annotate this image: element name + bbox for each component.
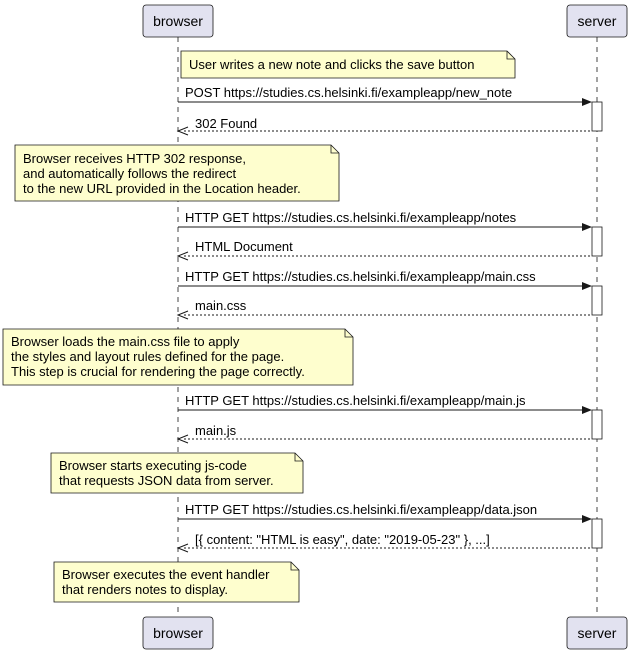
message-label: HTTP GET https://studies.cs.helsinki.fi/…: [185, 502, 537, 517]
note-text: to the new URL provided in the Location …: [23, 181, 301, 196]
message-request: POST https://studies.cs.helsinki.fi/exam…: [178, 85, 592, 106]
note: Browser starts executing js-code that re…: [50, 452, 304, 494]
message-label: 302 Found: [195, 116, 257, 131]
message-label: HTTP GET https://studies.cs.helsinki.fi/…: [185, 393, 526, 408]
message-request: HTTP GET https://studies.cs.helsinki.fi/…: [178, 269, 592, 290]
message-label: [{ content: "HTML is easy", date: "2019-…: [195, 532, 490, 547]
note-text: and automatically follows the redirect: [23, 166, 237, 181]
message-response: main.css: [176, 298, 592, 320]
message-label: HTTP GET https://studies.cs.helsinki.fi/…: [185, 269, 536, 284]
note: User writes a new note and clicks the sa…: [180, 50, 516, 79]
message-request: HTTP GET https://studies.cs.helsinki.fi/…: [178, 393, 592, 414]
message-response: 302 Found: [176, 116, 592, 136]
note-text: Browser loads the main.css file to apply: [11, 334, 240, 349]
message-response: HTML Document: [176, 239, 592, 261]
participant-server-bottom: server: [566, 616, 628, 650]
participant-label: server: [578, 13, 617, 29]
message-label: POST https://studies.cs.helsinki.fi/exam…: [185, 85, 512, 100]
server-activation-bar: [591, 409, 603, 440]
server-activation-bar: [591, 101, 603, 132]
message-request: HTTP GET https://studies.cs.helsinki.fi/…: [178, 210, 592, 231]
participant-browser-top: browser: [142, 4, 214, 38]
server-activation-bar: [591, 285, 603, 316]
note-text: that requests JSON data from server.: [59, 473, 274, 488]
note: Browser loads the main.css file to apply…: [2, 328, 354, 386]
note: Browser receives HTTP 302 response, and …: [14, 144, 340, 202]
participant-label: browser: [153, 625, 203, 641]
note-text: Browser starts executing js-code: [59, 458, 247, 473]
message-label: main.js: [195, 423, 237, 438]
participant-browser-bottom: browser: [142, 616, 214, 650]
note-text: This step is crucial for rendering the p…: [11, 364, 305, 379]
server-activation-bar: [591, 226, 603, 257]
note-text: Browser executes the event handler: [62, 567, 270, 582]
note-text: that renders notes to display.: [62, 582, 228, 597]
participant-server-top: server: [566, 4, 628, 38]
message-response: main.js: [176, 423, 592, 444]
message-label: HTML Document: [195, 239, 293, 254]
message-response: [{ content: "HTML is easy", date: "2019-…: [176, 532, 592, 553]
message-label: main.css: [195, 298, 247, 313]
note-text: the styles and layout rules defined for …: [11, 349, 284, 364]
participant-label: server: [578, 625, 617, 641]
message-request: HTTP GET https://studies.cs.helsinki.fi/…: [178, 502, 592, 523]
message-label: HTTP GET https://studies.cs.helsinki.fi/…: [185, 210, 517, 225]
note-text: Browser receives HTTP 302 response,: [23, 151, 246, 166]
note-text: User writes a new note and clicks the sa…: [189, 57, 474, 72]
note: Browser executes the event handler that …: [53, 561, 300, 603]
server-activation-bar: [591, 518, 603, 549]
participant-label: browser: [153, 13, 203, 29]
